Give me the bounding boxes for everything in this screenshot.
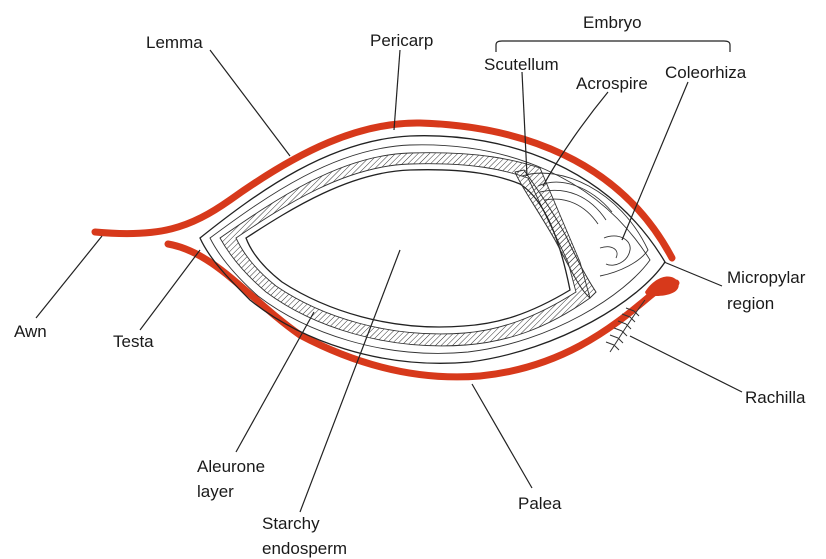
- label-coleorhiza: Coleorhiza: [665, 63, 747, 82]
- awn-leader: [36, 236, 102, 318]
- palea-leader: [472, 384, 532, 488]
- rachilla-leader: [630, 336, 742, 392]
- label-starchy-1: Starchy: [262, 514, 320, 533]
- starchy-leader: [300, 250, 400, 512]
- pericarp-leader: [394, 50, 400, 130]
- label-lemma: Lemma: [146, 33, 203, 52]
- label-aleurone-1: Aleurone: [197, 457, 265, 476]
- label-palea: Palea: [518, 494, 562, 513]
- label-embryo: Embryo: [583, 13, 642, 32]
- label-aleurone-2: layer: [197, 482, 234, 501]
- coleorhiza-shape: [600, 236, 630, 265]
- aleurone-leader: [236, 312, 314, 452]
- label-micropylar-2: region: [727, 294, 774, 313]
- label-micropylar-1: Micropylar: [727, 268, 806, 287]
- testa-leader: [140, 250, 200, 330]
- label-starchy-2: endosperm: [262, 539, 347, 558]
- coleorhiza-leader: [622, 82, 688, 240]
- label-awn: Awn: [14, 322, 47, 341]
- label-pericarp: Pericarp: [370, 31, 433, 50]
- label-testa: Testa: [113, 332, 154, 351]
- label-scutellum: Scutellum: [484, 55, 559, 74]
- label-rachilla: Rachilla: [745, 388, 806, 407]
- lemma-leader: [210, 50, 290, 156]
- label-acrospire: Acrospire: [576, 74, 648, 93]
- testa-outline: [210, 145, 650, 354]
- embryo-bracket: [496, 41, 730, 52]
